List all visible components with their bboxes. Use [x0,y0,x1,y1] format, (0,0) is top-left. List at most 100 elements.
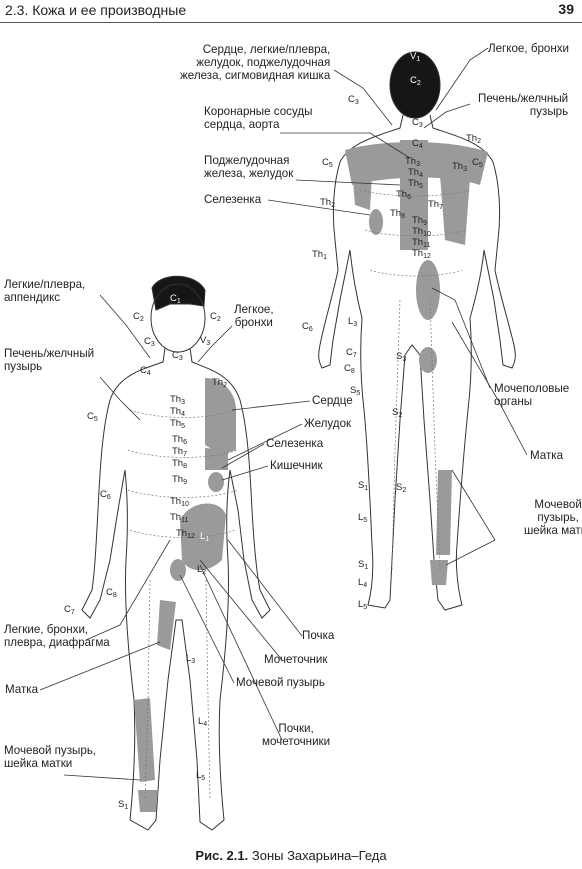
leader-lines [39,47,528,781]
seg-back-Th3b: Th3 [452,161,467,174]
front-zone-ankle [138,790,158,812]
seg-back-Th9: Th9 [412,215,427,228]
seg-back-C3: C3 [348,94,359,107]
label-back-lung-bronchi: Легкое, бронхи [488,42,570,55]
seg-front-S1: S1 [118,799,129,812]
seg-front-C7: C7 [64,604,75,617]
front-zone-uterus [157,600,176,650]
seg-back-Th5: Th5 [408,178,423,191]
seg-back-Th1: Th1 [312,249,327,262]
seg-front-C3r: C3 [172,350,183,363]
seg-back-S2b: S2 [396,482,407,495]
seg-back-C5b: C5 [472,157,483,170]
back-zone-spleen [369,209,383,235]
label-heart-lungs-stomach: Сердце, легкие/плевра, желудок, поджелуд… [180,43,331,82]
back-zone-spine [400,140,428,250]
seg-back-Th2b: Th2 [320,197,335,210]
seg-back-C3b: C3 [412,117,423,130]
seg-back-C8: C8 [344,363,355,376]
seg-back-L3: L3 [348,316,358,329]
seg-back-S2: S2 [392,407,403,420]
figure-title: Зоны Захарьина–Геда [251,848,387,863]
seg-front-C8: C8 [106,587,117,600]
seg-back-Th6: Th6 [396,189,411,202]
seg-front-Th3: Th3 [170,394,185,407]
label-back-spleen: Селезенка [204,193,262,206]
section-title: 2.3. Кожа и ее производные [5,2,187,18]
label-front-uterus: Матка [5,683,39,696]
seg-front-Th2: Th2 [212,377,227,390]
seg-back-L5b: L5 [358,599,368,612]
seg-front-C3l: C3 [144,336,155,349]
front-zone-heart [205,378,236,455]
seg-back-S1b: S1 [358,559,369,572]
seg-back-S5: S5 [350,385,361,398]
back-zone-right [440,175,470,245]
label-heart: Сердце [312,394,353,407]
front-dermatome-lines [127,409,239,801]
label-kidneys-ureters: Почки, мочеточники [262,722,331,748]
seg-front-C2r: C2 [210,311,221,324]
seg-back-Th4: Th4 [408,167,423,180]
seg-front-Th12: Th12 [176,528,195,541]
front-hair [151,275,206,311]
seg-front-L3: L3 [186,653,196,666]
seg-back-S3: S3 [396,351,407,364]
label-ureter: Мочеточник [264,653,328,666]
seg-back-C7: C7 [346,347,357,360]
label-stomach: Желудок [304,417,352,430]
seg-front-C5: C5 [87,411,98,424]
front-zones [134,378,236,812]
seg-front-Th6: Th6 [172,434,187,447]
back-figure [318,51,516,611]
seg-front-Th7: Th7 [172,446,187,459]
label-front-spleen: Селезенка [266,437,324,450]
seg-front-L4: L4 [198,716,208,729]
seg-back-C5: C5 [322,157,333,170]
back-zone-pelvic [419,347,437,373]
seg-front-Th11: Th11 [170,512,189,525]
front-face [150,283,206,353]
back-zones [345,140,488,585]
seg-back-Th12: Th12 [412,248,431,261]
back-dermatome-lines [359,189,471,571]
seg-back-Th10: Th10 [412,226,431,239]
label-genital-organs: Мочеполовые органы [494,382,570,408]
seg-back-Th2: Th2 [466,133,481,146]
seg-back-C6: C6 [302,321,313,334]
seg-front-C1: C1 [170,293,181,306]
label-coronary-aorta: Коронарные сосуды сердца, аорта [204,105,313,131]
page-number: 39 [558,1,574,17]
label-back-liver-gallbladder: Печень/желчный пузырь [478,92,569,118]
front-zone-intestine [208,472,224,492]
seg-front-C4: C4 [140,365,151,378]
seg-front-L5: L5 [196,770,206,783]
figure-caption: Рис. 2.1. Зоны Захарьина–Геда [0,848,582,863]
seg-back-Th8: Th8 [390,208,405,221]
seg-back-Th11: Th11 [412,237,431,250]
label-back-uterus: Матка [530,449,564,462]
label-intestine: Кишечник [270,459,323,472]
front-figure [81,275,271,831]
seg-back-L5: L5 [358,512,368,525]
label-lungs-appendix: Легкие/плевра, аппендикс [4,278,86,304]
seg-back-C2: C2 [410,75,421,88]
seg-front-C2l: C2 [133,311,144,324]
seg-front-Th8: Th8 [172,458,187,471]
label-pancreas-stomach: Поджелудочная железа, желудок [204,154,294,180]
back-outline [318,114,516,611]
label-kidney: Почка [302,629,335,642]
figure-ref: Рис. 2.1. [195,848,249,863]
seg-back-L4: L4 [358,577,368,590]
seg-front-L1: L1 [200,531,210,544]
back-zone-left [352,170,372,210]
seg-front-Th4: Th4 [170,406,185,419]
seg-front-L2: L2 [197,564,207,577]
seg-front-V3: V3 [200,335,211,348]
seg-back-V1: V1 [410,51,421,64]
seg-back-S1: S1 [358,480,369,493]
label-front-lung-bronchi: Легкое, бронхи [234,303,274,329]
seg-front-C6: C6 [100,489,111,502]
label-front-bladder-cervix: Мочевой пузырь, шейка матки [4,744,97,770]
